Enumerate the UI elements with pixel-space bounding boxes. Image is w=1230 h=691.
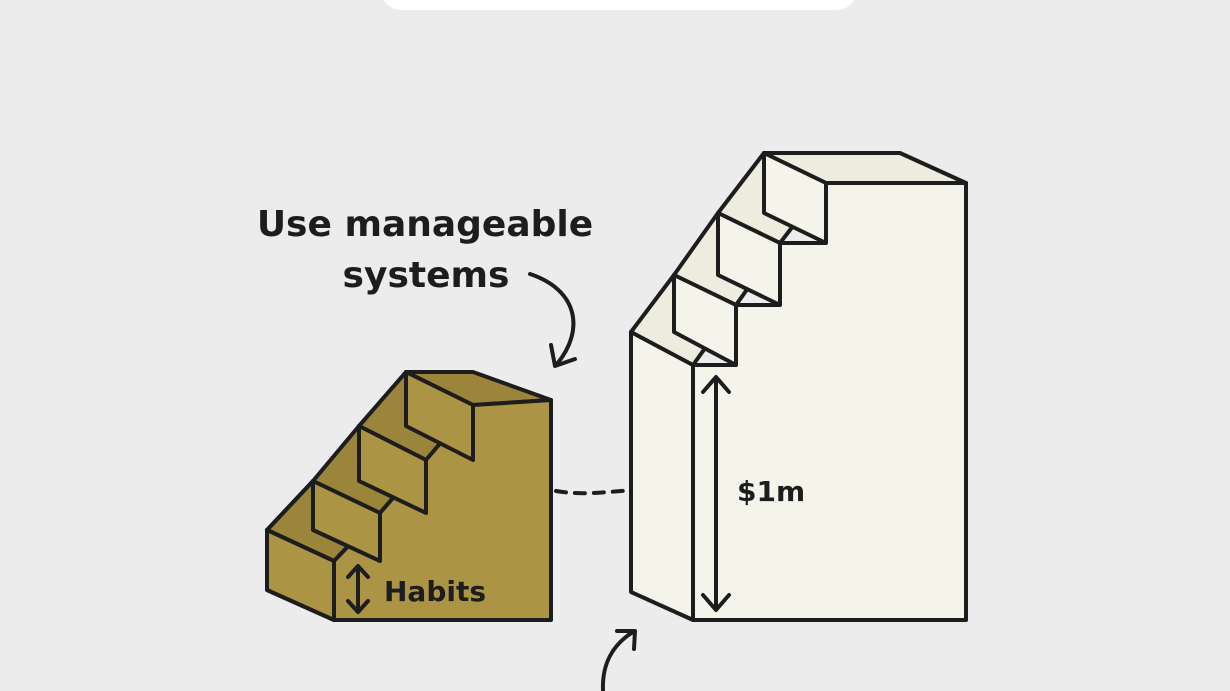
curved-arrow-icon — [528, 272, 577, 368]
vertical-double-arrow-icon — [701, 375, 731, 612]
caption-line-2: systems — [343, 255, 510, 296]
top-card — [380, 0, 858, 10]
vertical-double-arrow-icon — [346, 564, 370, 614]
goal-label: $1m — [737, 475, 805, 508]
caption-line-1: Use manageable — [257, 204, 593, 245]
tall-staircase — [629, 151, 968, 622]
small-staircase — [265, 370, 553, 622]
curved-arrow-icon — [600, 629, 637, 691]
habits-label: Habits — [384, 575, 486, 608]
